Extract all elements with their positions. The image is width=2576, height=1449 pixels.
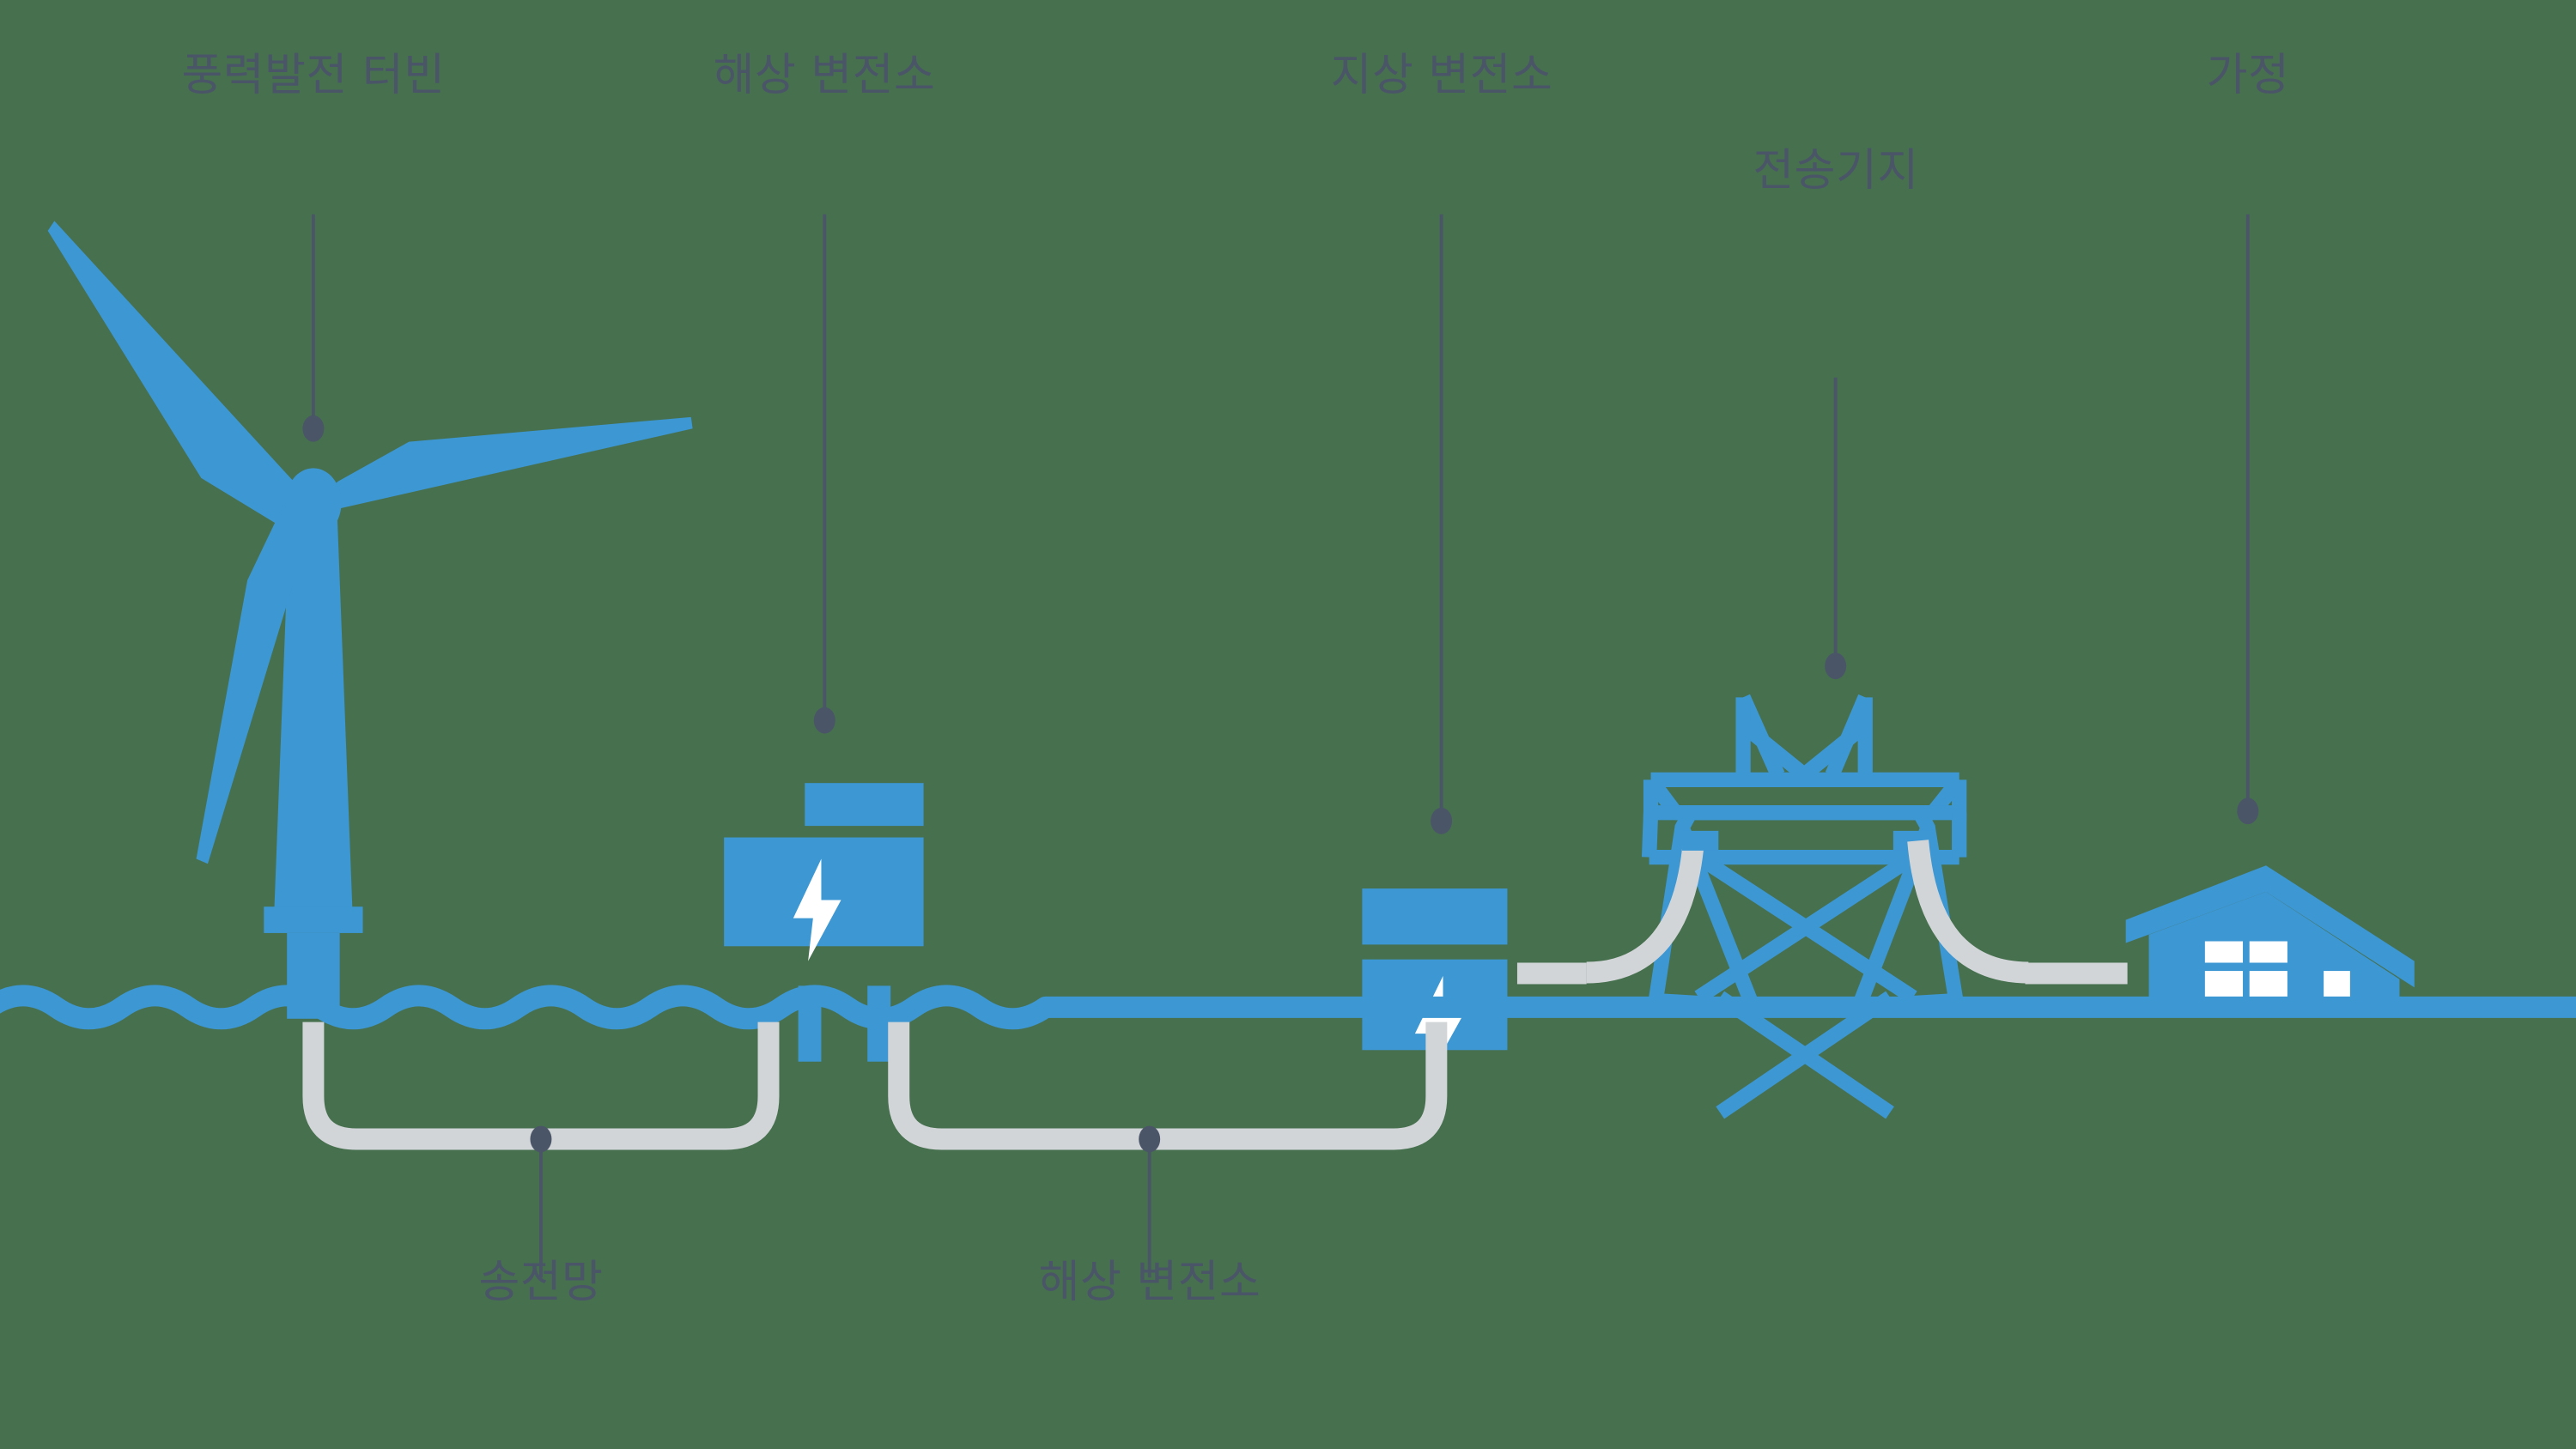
house-icon[interactable] [2125, 865, 2415, 1011]
overhead-cable-icon[interactable] [1893, 830, 2128, 985]
leader-lines [311, 214, 2250, 1278]
label-transmission-grid: 송전망 [478, 1257, 604, 1308]
label-wind-turbine: 풍력발전 터빈 [181, 50, 446, 101]
marker-dot-offshore-link [1139, 1125, 1161, 1153]
sea-waves-icon [0, 985, 1057, 1030]
label-transmission-base: 전송기지 [1753, 145, 1919, 197]
label-offshore-link: 해상 변전소 [1038, 1257, 1261, 1308]
lightning-bolt-icon [793, 858, 841, 961]
label-onshore-substation: 지상 변전소 [1330, 50, 1553, 101]
transmission-tower-icon[interactable] [1641, 694, 1968, 1119]
label-offshore-substation: 해상 변전소 [713, 50, 936, 101]
subsea-cable-icon[interactable] [302, 1022, 780, 1150]
overhead-cable-icon[interactable] [1516, 830, 1719, 985]
marker-dot-transmission-grid [530, 1125, 552, 1153]
marker-dot-offshore-substation [813, 706, 835, 734]
marker-dot-onshore-substation [1431, 807, 1453, 834]
marker-dot-transmission-base [1825, 652, 1847, 680]
marker-dot-wind-turbine [302, 415, 325, 442]
wind-turbine-icon[interactable] [47, 221, 693, 1019]
label-home: 가정 [2206, 50, 2290, 101]
leader-markers [302, 415, 2259, 1153]
marker-dot-home [2237, 797, 2259, 825]
subsea-cable-icon[interactable] [888, 1022, 1448, 1150]
